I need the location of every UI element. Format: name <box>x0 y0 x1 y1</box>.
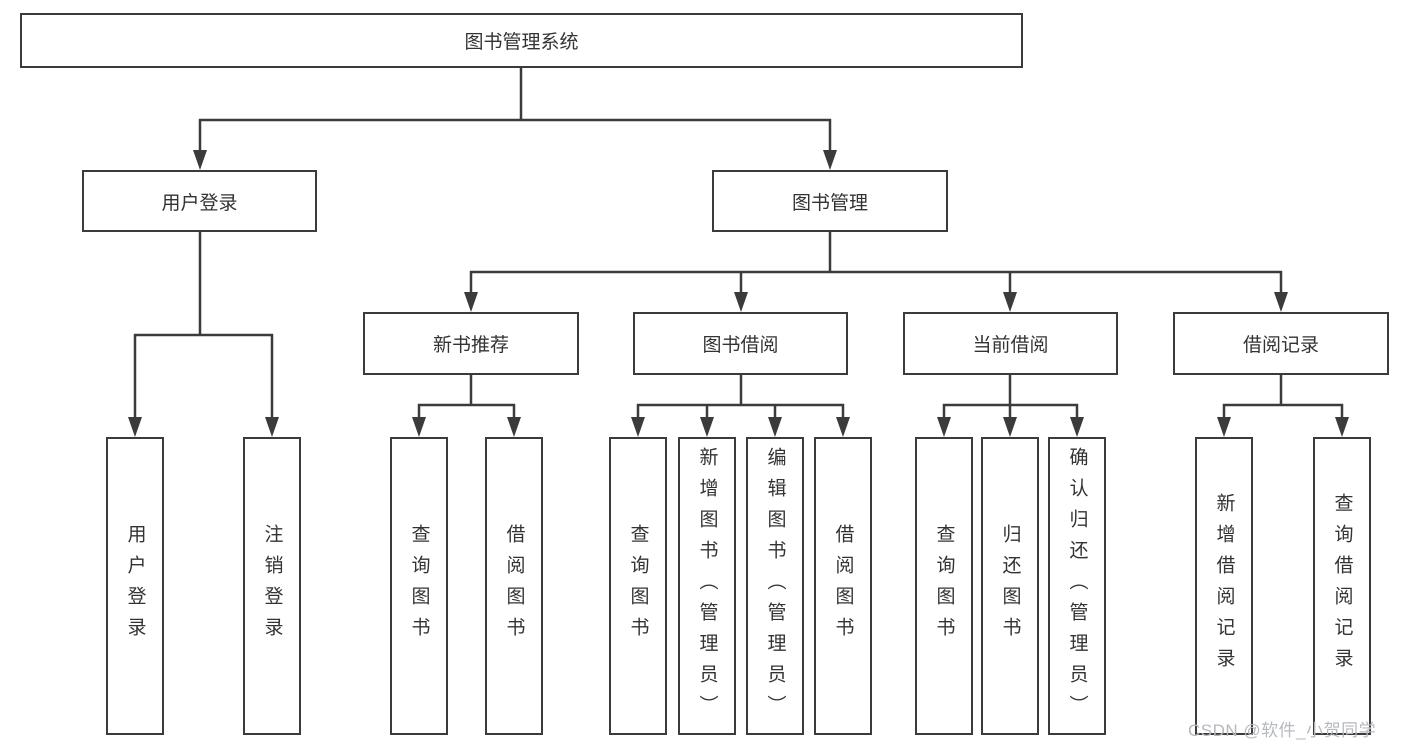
leaf-borrow-books-label: 借阅图书 <box>832 524 854 648</box>
leaf-borrow-books: 借阅图书 <box>814 437 872 735</box>
leaf-confirm-return-admin: 确认归还（管理员） <box>1048 437 1106 735</box>
leaf-logout-label: 注销登录 <box>261 524 283 648</box>
leaf-query-books-borrowing: 查询图书 <box>609 437 667 735</box>
leaf-user-login-label: 用户登录 <box>124 524 146 648</box>
node-borrowing-records-label: 借阅记录 <box>1242 335 1319 356</box>
leaf-borrow-books-recommend: 借阅图书 <box>485 437 543 735</box>
node-book-borrowing-label: 图书借阅 <box>702 335 779 356</box>
leaf-add-books-admin-label: 新增图书（管理员） <box>696 446 718 726</box>
leaf-user-login: 用户登录 <box>106 437 164 735</box>
node-book-management-label: 图书管理 <box>791 192 868 214</box>
leaf-edit-books-admin: 编辑图书（管理员） <box>746 437 804 735</box>
leaf-query-borrow-record: 查询借阅记录 <box>1313 437 1371 735</box>
leaf-return-books: 归还图书 <box>981 437 1039 735</box>
node-borrowing-records: 借阅记录 <box>1173 312 1389 375</box>
arrowheads <box>128 150 1349 437</box>
leaf-query-books-borrowing-label: 查询图书 <box>627 524 649 648</box>
leaf-return-books-label: 归还图书 <box>999 524 1021 648</box>
leaf-logout: 注销登录 <box>243 437 301 735</box>
leaf-add-borrow-record-label: 新增借阅记录 <box>1213 493 1235 679</box>
node-new-book-recommend-label: 新书推荐 <box>432 335 509 356</box>
leaf-confirm-return-admin-label: 确认归还（管理员） <box>1066 446 1088 726</box>
node-current-borrowing-label: 当前借阅 <box>972 335 1049 356</box>
node-book-borrowing: 图书借阅 <box>633 312 848 375</box>
node-root: 图书管理系统 <box>20 13 1023 68</box>
connector-lines <box>133 68 1344 420</box>
node-book-management: 图书管理 <box>712 170 948 232</box>
leaf-query-borrow-record-label: 查询借阅记录 <box>1331 493 1353 679</box>
leaf-add-borrow-record: 新增借阅记录 <box>1195 437 1253 735</box>
node-user-login: 用户登录 <box>82 170 317 232</box>
leaf-query-books-recommend: 查询图书 <box>390 437 448 735</box>
node-current-borrowing: 当前借阅 <box>903 312 1118 375</box>
leaf-add-books-admin: 新增图书（管理员） <box>678 437 736 735</box>
leaf-borrow-books-recommend-label: 借阅图书 <box>503 524 525 648</box>
node-user-login-label: 用户登录 <box>161 192 238 214</box>
node-root-label: 图书管理系统 <box>464 32 579 53</box>
leaf-query-books-current-label: 查询图书 <box>933 524 955 648</box>
watermark: CSDN @软件_小贺同学 <box>1188 721 1377 740</box>
node-new-book-recommend: 新书推荐 <box>363 312 579 375</box>
leaf-query-books-recommend-label: 查询图书 <box>408 524 430 648</box>
leaf-edit-books-admin-label: 编辑图书（管理员） <box>764 446 786 726</box>
leaf-query-books-current: 查询图书 <box>915 437 973 735</box>
